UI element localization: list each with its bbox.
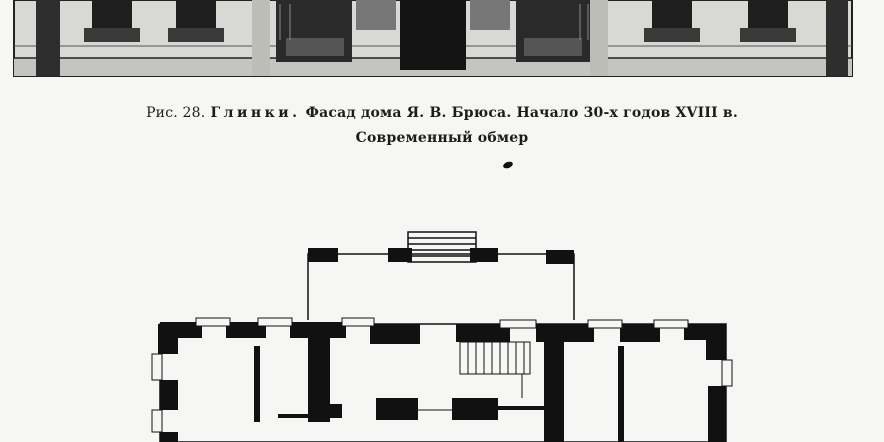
figure-caption-line-1: Рис. 28. Глинки. Фасад дома Я. В. Брюса.… [0,105,884,121]
figure-caption-line-2: Современный обмер [355,130,529,146]
ink-spot [502,160,514,170]
facade-elevation-drawing [13,0,853,77]
figure-number: Рис. 28. [146,105,206,121]
caption-title: Фасад дома Я. В. Брюса. Начало 30-х годо… [305,105,738,121]
place-name: Глинки. [210,105,301,121]
floor-plan-drawing [151,231,733,442]
